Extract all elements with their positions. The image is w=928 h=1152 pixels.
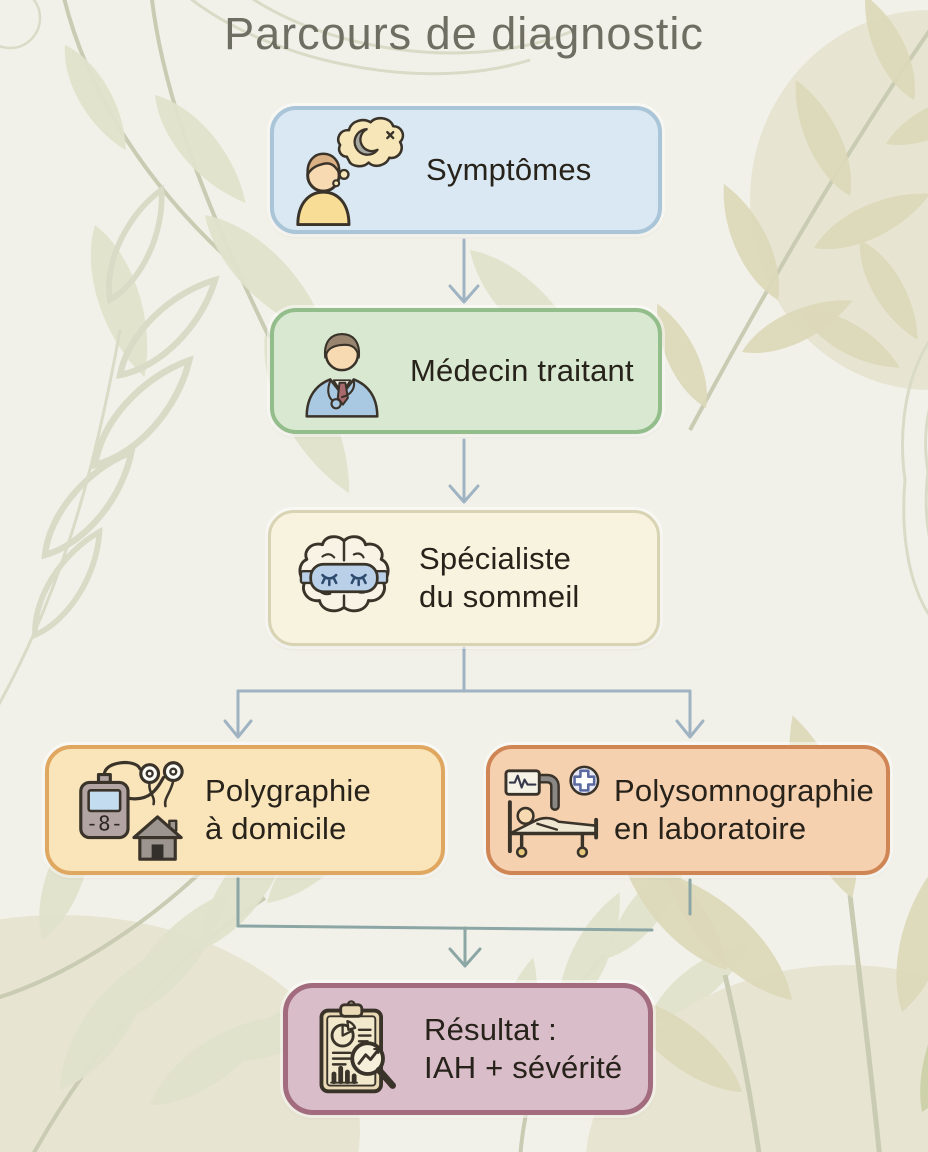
sleeping-brain-icon bbox=[298, 535, 390, 613]
page-title: Parcours de diagnostic bbox=[224, 8, 704, 59]
person-dreaming-icon bbox=[296, 116, 405, 227]
label-line-1: Polygraphie bbox=[205, 773, 371, 809]
label-line-2: IAH + sévérité bbox=[424, 1050, 623, 1085]
portable-monitor-home-icon: -8- bbox=[79, 761, 184, 861]
flow-node-resultat: Résultat : IAH + sévérité bbox=[283, 983, 653, 1115]
flow-node-polysomnographie-laboratoire: Polysomnographie en laboratoire bbox=[486, 745, 890, 875]
node-label-polysomnographie: Polysomnographie en laboratoire bbox=[614, 772, 874, 848]
node-label-specialiste: Spécialiste du sommeil bbox=[419, 540, 580, 616]
label-line-1: Spécialiste bbox=[419, 541, 572, 577]
flow-node-polygraphie-domicile: -8- Polygraphie à domicile bbox=[45, 745, 445, 875]
label-line-1: Résultat : bbox=[424, 1012, 557, 1048]
flow-node-symptomes: Symptômes bbox=[270, 106, 662, 234]
flow-node-medecin-traitant: Médecin traitant bbox=[270, 308, 662, 434]
device-screen-text: -8- bbox=[86, 812, 123, 836]
label-line-1: Polysomnographie bbox=[614, 773, 874, 809]
doctor-icon bbox=[305, 332, 379, 418]
label-line-2: du sommeil bbox=[419, 579, 580, 614]
label-line-2: en laboratoire bbox=[614, 811, 807, 846]
hospital-bed-icon bbox=[504, 765, 600, 858]
node-label-resultat: Résultat : IAH + sévérité bbox=[424, 1011, 622, 1087]
node-label-symptomes: Symptômes bbox=[426, 152, 592, 188]
flow-node-specialiste-sommeil: Spécialiste du sommeil bbox=[268, 510, 660, 646]
node-label-medecin: Médecin traitant bbox=[410, 353, 634, 389]
node-label-polygraphie: Polygraphie à domicile bbox=[205, 772, 371, 848]
label-line-2: à domicile bbox=[205, 811, 347, 846]
report-magnifier-icon bbox=[319, 1000, 396, 1094]
